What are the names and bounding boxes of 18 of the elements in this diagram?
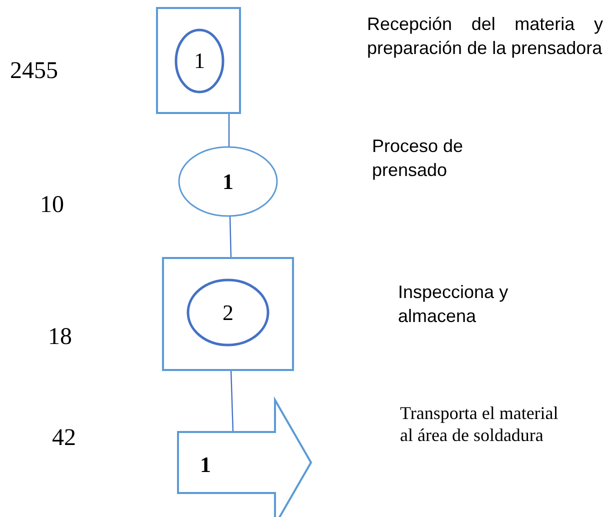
operation-circle [179,147,277,216]
inspection-box [163,258,293,370]
time-value: 42 [52,425,76,452]
operation-circle [176,30,223,92]
step-description: Proceso de prensado [372,135,464,182]
time-value: 10 [40,192,64,219]
step-number: 1 [194,48,205,74]
step-description: Recepción del materia y preparación de la prensadora [367,13,603,60]
operation-circle [188,280,268,345]
step-number: 1 [222,168,234,194]
inspection-box [157,8,240,113]
connector-line [228,113,230,147]
step-description: Inspecciona y almacena [398,281,510,328]
time-value: 2455 [10,58,58,85]
step-number: 2 [222,300,234,326]
step-description: Transporta el material al área de soldadura [400,402,560,446]
connector-line [229,216,232,258]
time-value: 18 [48,324,72,351]
